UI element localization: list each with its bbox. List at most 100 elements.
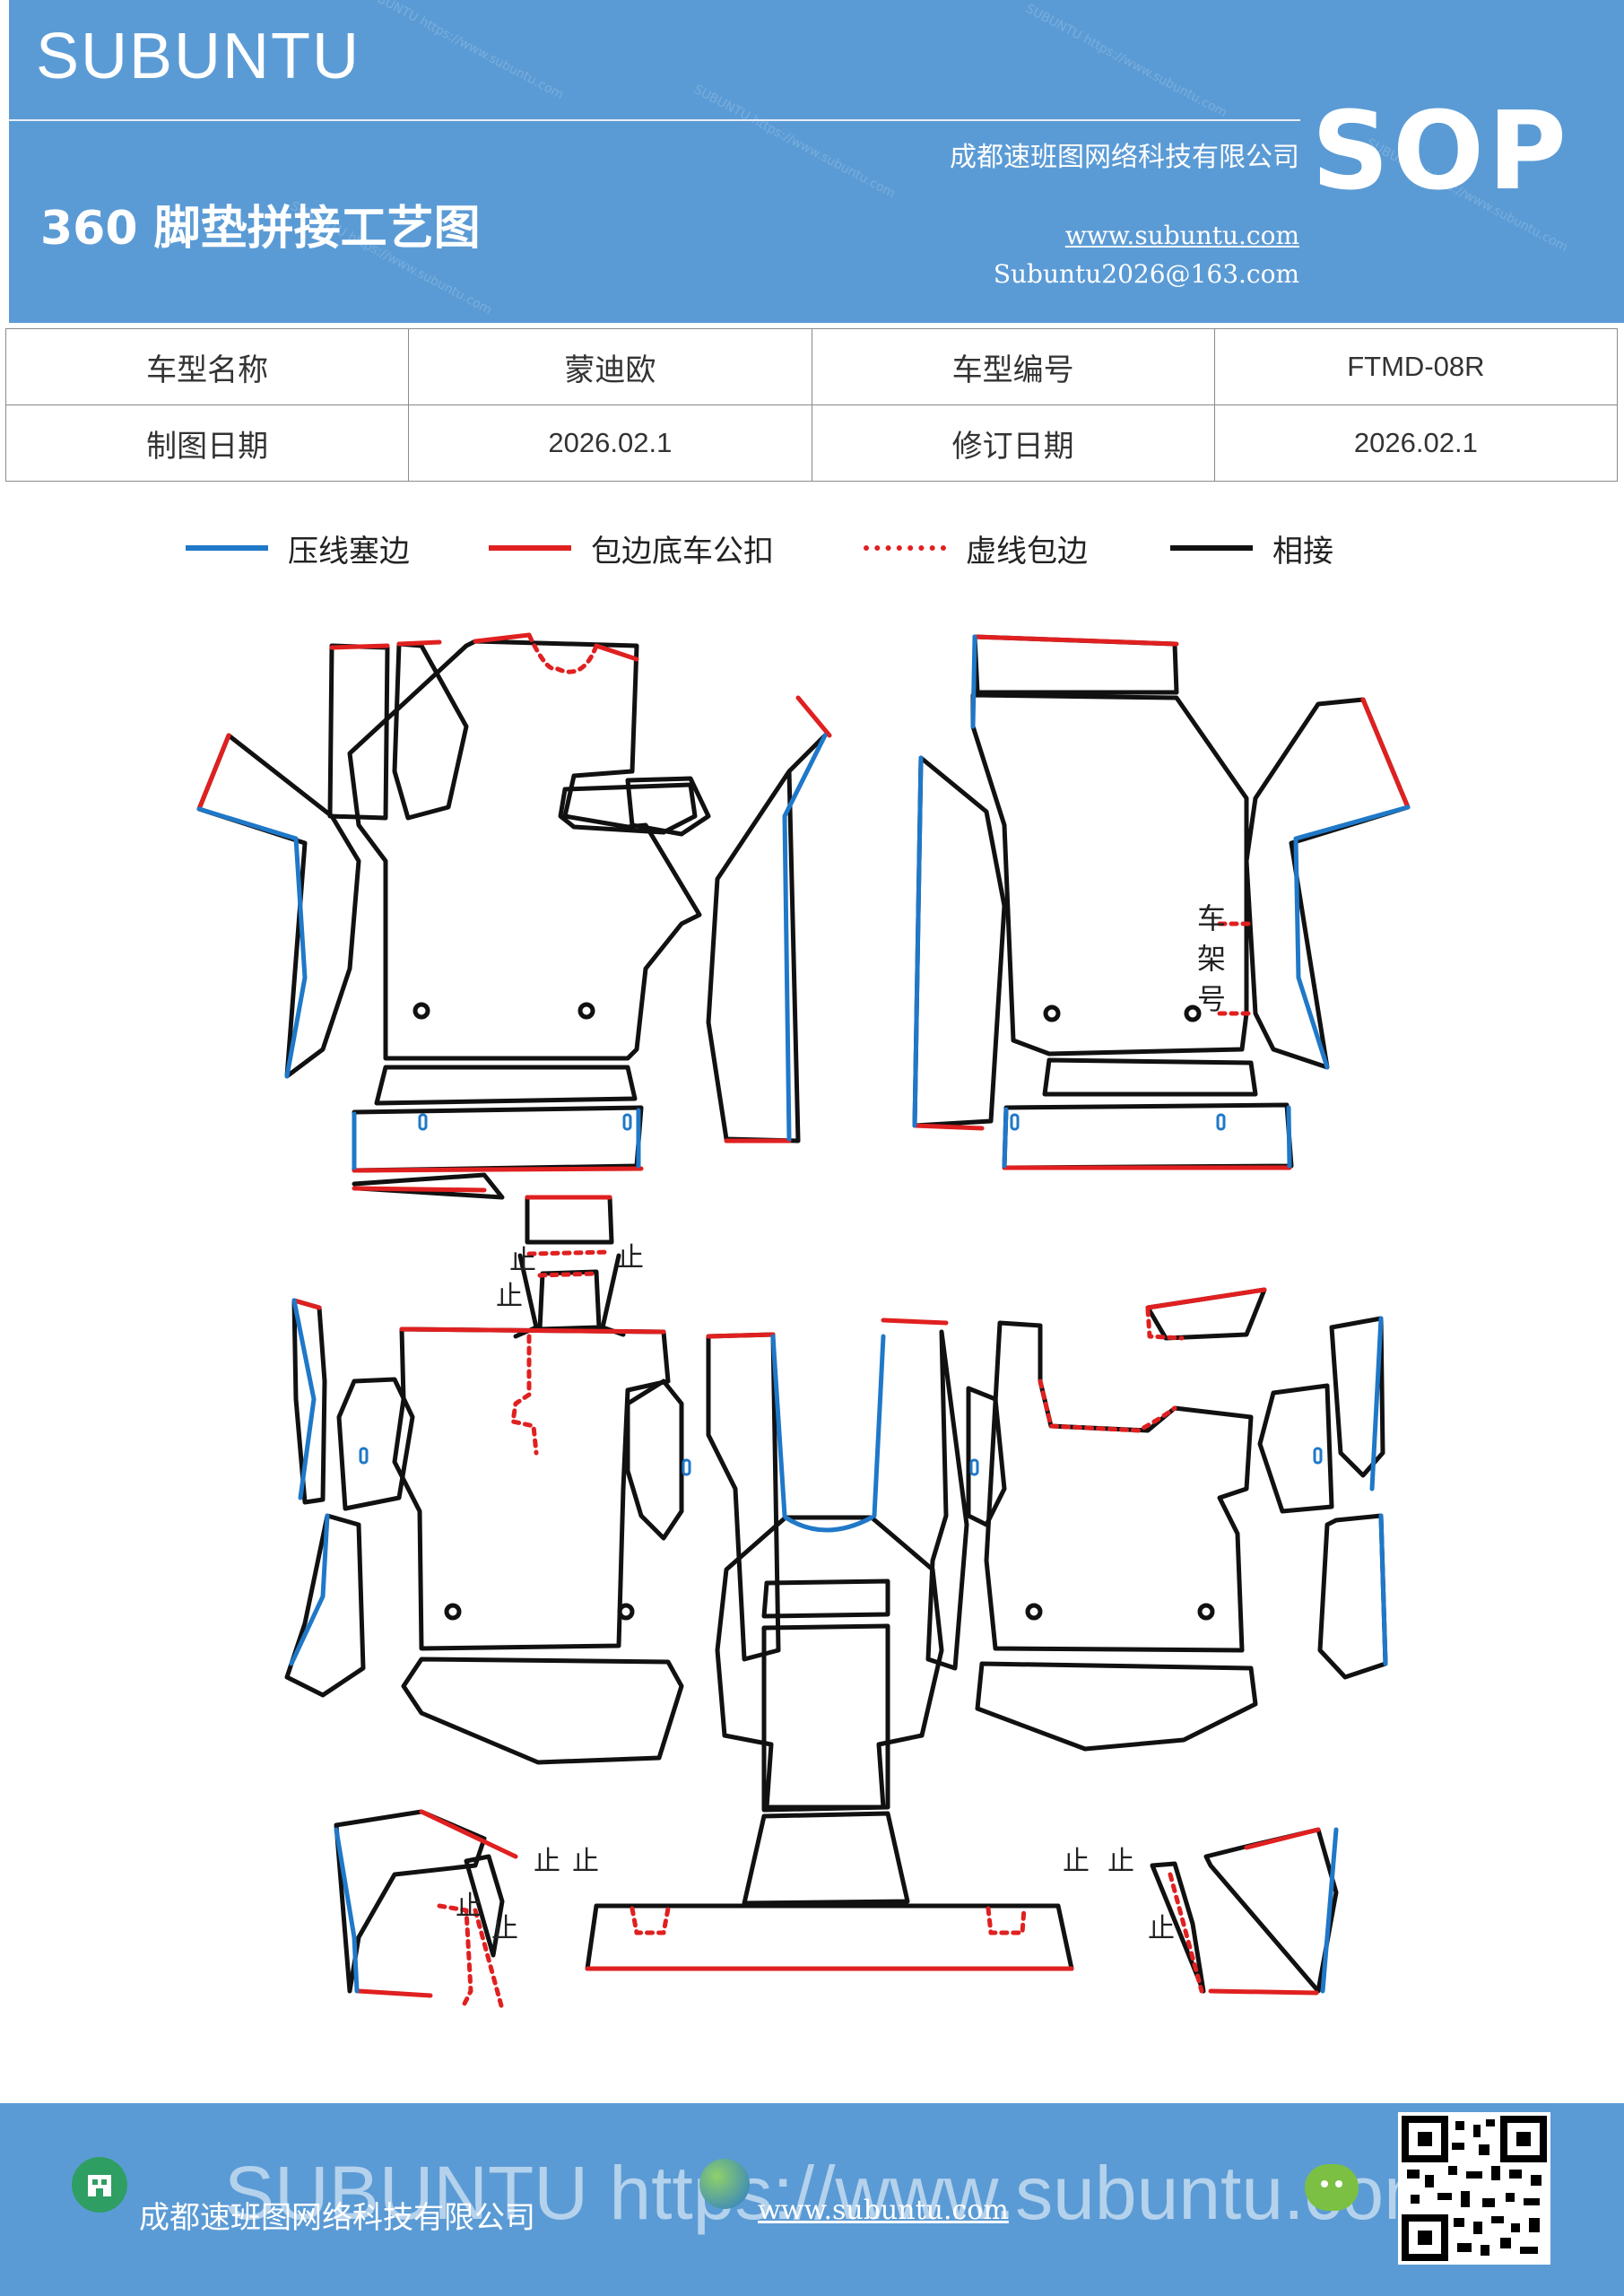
- stop-mark: 止: [509, 1245, 536, 1276]
- edge-red: [1244, 1827, 1321, 1850]
- legend-label: 相接: [1272, 533, 1333, 570]
- rear-right-mat-group: 止 止 止: [925, 1287, 1388, 1996]
- wechat-icon[interactable]: [1305, 2164, 1359, 2211]
- model-name-label: 车型名称: [4, 328, 410, 405]
- mat-piece: [525, 1195, 614, 1245]
- edge-red: [196, 733, 231, 812]
- clip-slot: [969, 1458, 979, 1476]
- legend-label: 虚线包边: [966, 533, 1088, 570]
- mat-piece: [1317, 1513, 1388, 1680]
- edge-blue: [912, 755, 924, 1128]
- legend-swatch: [1170, 545, 1253, 551]
- mat-piece: [585, 1903, 1074, 1971]
- mat-piece: [1042, 1057, 1258, 1097]
- company-name: 成都速班图网络科技有限公司: [950, 142, 1299, 173]
- revise-date-value: 2026.02.1: [1213, 404, 1619, 482]
- edge-red-dotted: [510, 1334, 539, 1456]
- edge-red-dotted: [1145, 1307, 1185, 1341]
- clip-slot: [1010, 1113, 1020, 1131]
- edge-red-dotted: [437, 1903, 473, 2012]
- stop-mark: 止: [617, 1242, 644, 1274]
- mat-piece: [715, 1515, 944, 1810]
- legend-item-red: 包边底车公扣: [489, 526, 774, 570]
- mounting-hole: [444, 1603, 462, 1621]
- mat-piece: [970, 692, 1249, 1057]
- legend-item-black: 相接: [1170, 526, 1333, 570]
- edge-red-dotted: [1038, 1378, 1177, 1433]
- edge-red-dotted: [526, 1249, 612, 1257]
- mat-piece: [537, 1269, 602, 1332]
- mat-piece: [464, 1854, 505, 1958]
- mat-piece: [975, 1661, 1258, 1752]
- qr-code: [1398, 2112, 1550, 2265]
- edge-red: [795, 695, 832, 738]
- clip-slot: [682, 1458, 691, 1476]
- mat-piece: [352, 1105, 644, 1173]
- stop-mark: 止: [456, 1891, 482, 1922]
- edge-blue: [1293, 804, 1411, 1070]
- frame-number-label: 架: [1197, 942, 1226, 976]
- mounting-hole: [1197, 1603, 1215, 1621]
- edge-red: [912, 1123, 985, 1131]
- mat-piece: [336, 1377, 415, 1511]
- mounting-hole: [578, 1002, 595, 1020]
- mat-piece: [513, 1253, 539, 1339]
- watermark-text: SUBUNTU https://www.subuntu.com: [690, 82, 898, 202]
- front-left-mat-group: [196, 632, 832, 1200]
- stop-mark: 止: [496, 1281, 523, 1312]
- edge-red: [329, 643, 390, 650]
- clip-slot: [418, 1113, 428, 1131]
- footer-website-link[interactable]: www.subuntu.com: [758, 2195, 1009, 2226]
- mat-piece: [706, 1332, 781, 1662]
- legend-swatch: [186, 545, 268, 551]
- clip-slot: [1216, 1113, 1226, 1131]
- mat-piece: [966, 1386, 1007, 1527]
- stop-mark: 止: [534, 1846, 560, 1877]
- mat-piece: [1257, 1383, 1334, 1514]
- legend-swatch: [864, 545, 946, 551]
- email-address: Subuntu2026@163.com: [993, 259, 1299, 289]
- edge-red: [352, 1186, 487, 1193]
- mat-piece: [742, 1811, 910, 1906]
- mat-piece: [1150, 1861, 1206, 1994]
- mat-piece: [401, 1657, 684, 1765]
- edge-blue: [1320, 1827, 1339, 1994]
- edge-blue: [1002, 1107, 1009, 1169]
- edge-red-dotted: [526, 632, 599, 674]
- edge-blue: [334, 1827, 360, 1994]
- footer-company-name: 成都速班图网络科技有限公司: [139, 2200, 535, 2236]
- rear-left-mat-group: 止 止 止 止: [284, 1298, 781, 2012]
- mat-piece: [625, 1378, 684, 1541]
- edge-red-dotted: [1168, 1872, 1204, 1994]
- clip-slot: [1313, 1447, 1323, 1465]
- edge-blue: [970, 634, 977, 729]
- frame-number-label: 号: [1197, 982, 1226, 1016]
- building-icon: [72, 2157, 127, 2213]
- revise-date-label: 修订日期: [811, 404, 1215, 482]
- edge-blue: [872, 1334, 886, 1518]
- table-row: 车型名称 蒙迪欧 车型编号 FTMD-08R: [4, 328, 1619, 405]
- draw-date-label: 制图日期: [4, 404, 410, 482]
- edge-red-dotted: [630, 1906, 671, 1935]
- footer-banner: SUBUNTU https://www.subuntu.com 成都速班图网络科…: [0, 2103, 1624, 2296]
- clip-slot: [359, 1447, 369, 1465]
- mounting-hole: [1184, 1004, 1202, 1022]
- edge-blue: [1286, 1105, 1292, 1169]
- edge-red: [396, 639, 442, 647]
- mounting-hole: [413, 1002, 430, 1020]
- mat-piece: [347, 639, 702, 1061]
- stop-mark: 止: [491, 1913, 518, 1944]
- frame-number-label: 车: [1197, 901, 1226, 935]
- edge-red: [881, 1318, 949, 1326]
- edge-blue: [782, 733, 828, 1142]
- sop-badge: SOP: [1311, 90, 1570, 214]
- mat-piece: [1203, 1827, 1339, 1994]
- website-link[interactable]: www.subuntu.com: [1064, 221, 1299, 250]
- edge-blue: [196, 806, 308, 1079]
- brand-name: SUBUNTU: [36, 21, 361, 92]
- edge-blue: [783, 1515, 874, 1533]
- edge-red: [1360, 697, 1411, 810]
- mat-piece: [284, 1513, 366, 1698]
- mat-piece: [925, 1329, 969, 1671]
- mat-piece: [196, 733, 361, 1079]
